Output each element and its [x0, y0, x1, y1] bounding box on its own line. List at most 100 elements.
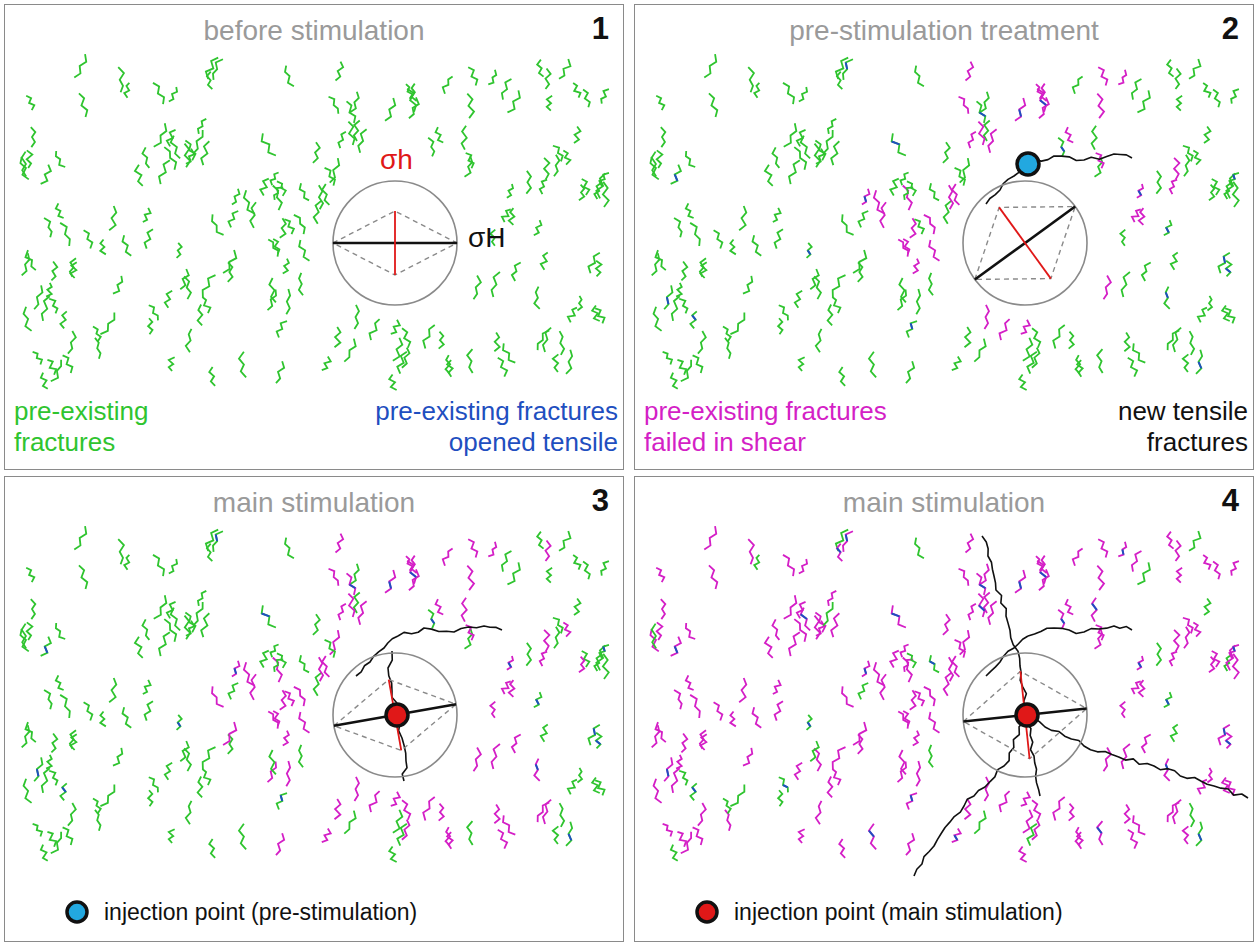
- fracture-stroke: [900, 172, 908, 185]
- fracture-stroke: [1209, 657, 1214, 673]
- opened-fracture: [808, 722, 811, 726]
- fracture-stroke: [494, 804, 499, 823]
- fracture-stroke: [944, 201, 952, 224]
- fracture-stroke: [314, 201, 322, 224]
- fracture-stroke: [1097, 821, 1103, 845]
- stress-circle: [963, 653, 1087, 777]
- panel-number: 2: [1222, 11, 1239, 47]
- fracture-stroke: [595, 780, 604, 795]
- fracture-stroke: [843, 531, 853, 552]
- fracture-stroke: [661, 127, 666, 147]
- fracture-stroke: [300, 655, 309, 672]
- fracture-stroke: [148, 790, 152, 806]
- fracture-stroke: [512, 734, 521, 753]
- fracture-stroke: [1226, 261, 1231, 277]
- fracture-stroke: [142, 147, 149, 168]
- fracture-stroke: [652, 152, 657, 177]
- fracture-stroke: [1139, 680, 1145, 697]
- fracture-stroke: [100, 712, 106, 727]
- fracture-stroke: [730, 240, 736, 255]
- fracture-stroke: [93, 799, 101, 814]
- fracture-stroke: [915, 538, 924, 559]
- fracture-stroke: [273, 239, 279, 254]
- fracture-stroke: [344, 811, 355, 834]
- fracture-stroke: [1189, 59, 1200, 79]
- fracture-stroke: [153, 555, 164, 576]
- fracture-stroke: [1175, 540, 1180, 561]
- fracture-stroke: [439, 332, 444, 349]
- opened-fracture: [1040, 572, 1046, 577]
- fracture-stroke: [207, 544, 212, 561]
- fracture-stroke: [1203, 83, 1210, 98]
- fracture-stroke: [122, 707, 131, 727]
- opened-fracture: [389, 581, 391, 588]
- fracture-stroke: [436, 599, 444, 614]
- fracture-stroke: [1097, 94, 1104, 119]
- fracture-stroke: [930, 183, 939, 200]
- fracture-stroke: [507, 656, 513, 670]
- fracture-stroke: [579, 657, 584, 673]
- fracture-stroke: [1027, 352, 1037, 374]
- fracture-stroke: [63, 827, 73, 845]
- panel-number: 4: [1222, 483, 1239, 519]
- fracture-stroke: [488, 542, 496, 556]
- fracture-stroke: [299, 240, 309, 261]
- fracture-stroke: [1183, 146, 1193, 162]
- fracture-stroke: [203, 275, 216, 297]
- fracture-stroke: [344, 339, 355, 362]
- fracture-stroke: [507, 562, 519, 584]
- fracture-stroke: [652, 725, 660, 747]
- fracture-stroke: [579, 185, 584, 201]
- fracture-stroke: [898, 711, 908, 728]
- fracture-stroke: [748, 539, 754, 564]
- fracture-stroke: [807, 715, 812, 730]
- fracture-stroke: [198, 305, 203, 326]
- fracture-stroke: [566, 822, 572, 846]
- fracture-stroke: [700, 262, 706, 278]
- fracture-stroke: [1053, 797, 1065, 820]
- fracture-stroke: [554, 627, 559, 648]
- fracture-stroke: [686, 203, 694, 218]
- panel-number: 1: [592, 11, 609, 47]
- fracture-stroke: [588, 253, 599, 274]
- fracture-stroke: [1032, 348, 1040, 368]
- fracture-stroke: [652, 253, 660, 275]
- fracture-stroke: [223, 250, 236, 273]
- fracture-stroke: [1204, 127, 1211, 143]
- fracture-stroke: [467, 566, 474, 591]
- fracture-stroke: [984, 777, 989, 801]
- fracture-stroke: [929, 745, 933, 767]
- fracture-stroke: [466, 153, 474, 168]
- fracture-stroke: [319, 657, 323, 681]
- fracture-stroke: [262, 133, 276, 155]
- fracture-stroke: [595, 308, 604, 323]
- tensile-crack: [914, 715, 1027, 876]
- fracture-stroke: [402, 800, 410, 820]
- fracture-stroke: [1039, 569, 1049, 590]
- opened-fracture: [837, 548, 841, 552]
- fracture-stroke: [656, 96, 664, 110]
- fracture-stroke: [955, 640, 965, 658]
- max-stress-line: [975, 207, 1075, 280]
- fracture-stroke: [201, 141, 209, 165]
- fracture-stroke: [903, 239, 909, 254]
- fracture-stroke: [347, 101, 356, 123]
- fracture-stroke: [906, 833, 914, 855]
- opened-fracture: [594, 728, 595, 735]
- fracture-stroke: [44, 218, 52, 237]
- fracture-stroke: [260, 179, 269, 196]
- fracture-stroke: [34, 285, 42, 309]
- fracture-stroke: [1183, 354, 1189, 372]
- fracture-stroke: [880, 674, 886, 700]
- opened-fracture: [692, 315, 696, 320]
- fracture-stroke: [1098, 539, 1107, 557]
- fracture-stroke: [674, 690, 682, 709]
- opened-fracture: [911, 795, 913, 801]
- fracture-stroke: [730, 784, 744, 806]
- fracture-stroke: [541, 253, 548, 270]
- fracture-stroke: [815, 613, 825, 633]
- fracture-stroke: [74, 54, 86, 77]
- opened-fracture: [1224, 256, 1225, 263]
- fracture-stroke: [1196, 350, 1202, 374]
- fracture-stroke: [924, 215, 935, 234]
